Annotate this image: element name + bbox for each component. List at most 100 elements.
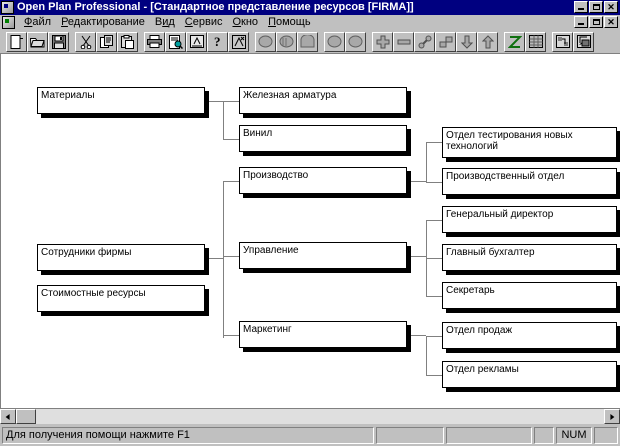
- scroll-left-arrow-icon[interactable]: [0, 409, 16, 424]
- status-field-5: [594, 426, 618, 444]
- diagram-node-marketing[interactable]: Маркетинг: [239, 321, 407, 348]
- resize-icon[interactable]: [573, 31, 594, 52]
- close-button[interactable]: ✕: [604, 1, 618, 13]
- zigzag-icon[interactable]: [504, 31, 525, 52]
- add-plus-icon[interactable]: [372, 31, 393, 52]
- rounded-node-icon[interactable]: [297, 31, 318, 52]
- status-badge-num: NUM: [556, 426, 592, 444]
- sort-icon[interactable]: [186, 31, 207, 52]
- diagram-node-label: Главный бухгалтер: [446, 247, 535, 258]
- connector-line: [223, 181, 239, 182]
- new-file-icon[interactable]: [6, 31, 27, 52]
- menu-item-edit[interactable]: Редактирование: [61, 16, 145, 28]
- diagram-node-gl-buhgalter[interactable]: Главный бухгалтер: [442, 244, 617, 271]
- step-icon[interactable]: [435, 31, 456, 52]
- mdi-close-button[interactable]: ✕: [604, 16, 618, 28]
- window-title: Open Plan Professional - [Стандартное пр…: [17, 1, 414, 13]
- diagram-node-materialy[interactable]: Материалы: [37, 87, 205, 114]
- diagram-node-proizvodstvo[interactable]: Производство: [239, 167, 407, 194]
- diagram-node-label: Винил: [243, 128, 273, 139]
- diagram-node-label: Производственный отдел: [446, 171, 565, 182]
- diagram-node-label: Стоимостные ресурсы: [41, 288, 146, 299]
- open-folder-icon[interactable]: [27, 31, 48, 52]
- svg-text:?: ?: [214, 35, 221, 49]
- connector-line: [426, 375, 442, 376]
- diagram-node-label: Генеральный директор: [446, 209, 554, 220]
- menu-item-window[interactable]: Окно: [232, 16, 259, 28]
- diagram-node-sotrudniki[interactable]: Сотрудники фирмы: [37, 244, 205, 271]
- mdi-window-controls: ✕: [573, 16, 618, 28]
- horizontal-scrollbar[interactable]: [0, 408, 620, 424]
- cut-scissors-icon[interactable]: [75, 31, 96, 52]
- connector-line: [407, 256, 426, 257]
- circle-filled-2-icon[interactable]: [345, 31, 366, 52]
- connector-line: [223, 256, 239, 257]
- help-question-icon[interactable]: ?: [207, 31, 228, 52]
- scrollbar-thumb[interactable]: [16, 409, 36, 424]
- diagram-node-stoim-resursy[interactable]: Стоимостные ресурсы: [37, 285, 205, 312]
- connector-line: [205, 101, 223, 102]
- diagram-node-sekretar[interactable]: Секретарь: [442, 282, 617, 309]
- connector-line: [426, 296, 442, 297]
- diagram-node-label: Сотрудники фирмы: [41, 247, 132, 258]
- menu-item-help[interactable]: Помощь: [268, 16, 311, 28]
- connector-line: [223, 335, 239, 336]
- print-icon[interactable]: [144, 31, 165, 52]
- context-help-icon[interactable]: [228, 31, 249, 52]
- diagram-node-vinil[interactable]: Винил: [239, 125, 407, 152]
- status-field-2: [446, 426, 532, 444]
- mdi-restore-button[interactable]: [589, 16, 603, 28]
- move-down-icon[interactable]: [456, 31, 477, 52]
- paste-icon[interactable]: [117, 31, 138, 52]
- diagram-node-label: Отдел тестирования новых технологий: [446, 130, 573, 152]
- scroll-right-arrow-icon[interactable]: [604, 409, 620, 424]
- diagram-node-label: Управление: [243, 245, 299, 256]
- move-up-icon[interactable]: [477, 31, 498, 52]
- ellipse-node-icon[interactable]: [255, 31, 276, 52]
- diagram-node-proizv-otdel[interactable]: Производственный отдел: [442, 168, 617, 195]
- diagram-node-label: Материалы: [41, 90, 95, 101]
- status-field-1: [376, 426, 444, 444]
- restore-button[interactable]: [589, 1, 603, 13]
- scrollbar-track[interactable]: [16, 409, 604, 424]
- document-icon[interactable]: [2, 16, 15, 29]
- status-bar: Для получения помощи нажмите F1 NUM: [0, 424, 620, 446]
- copy-icon[interactable]: [96, 31, 117, 52]
- menu-item-tools[interactable]: Сервис: [184, 16, 223, 28]
- diagram-node-upravlenie[interactable]: Управление: [239, 242, 407, 269]
- title-bar: Open Plan Professional - [Стандартное пр…: [0, 0, 620, 15]
- diagram-node-label: Секретарь: [446, 285, 495, 296]
- diagram-node-label: Железная арматура: [243, 90, 337, 101]
- save-disk-icon[interactable]: [48, 31, 69, 52]
- layout-icon[interactable]: [552, 31, 573, 52]
- connector-line: [426, 336, 427, 375]
- print-preview-icon[interactable]: [165, 31, 186, 52]
- app-icon: [1, 1, 14, 14]
- diagram-node-otdel-prodazh[interactable]: Отдел продаж: [442, 322, 617, 349]
- link-icon[interactable]: [414, 31, 435, 52]
- diagram-node-otdel-test[interactable]: Отдел тестирования новых технологий: [442, 127, 617, 158]
- diagram-node-gen-director[interactable]: Генеральный директор: [442, 206, 617, 233]
- connector-line: [205, 258, 223, 259]
- connector-line: [426, 142, 442, 143]
- diagram-node-otdel-reklamy[interactable]: Отдел рекламы: [442, 361, 617, 388]
- minimize-button[interactable]: [574, 1, 588, 13]
- remove-minus-icon[interactable]: [393, 31, 414, 52]
- status-message: Для получения помощи нажмите F1: [2, 426, 374, 444]
- ellipse-detail-icon[interactable]: [276, 31, 297, 52]
- connector-line: [426, 142, 427, 182]
- diagram-node-label: Отдел рекламы: [446, 364, 519, 375]
- circle-filled-icon[interactable]: [324, 31, 345, 52]
- connector-line: [426, 220, 442, 221]
- menu-item-view[interactable]: Вид: [154, 16, 175, 28]
- connector-line: [426, 182, 442, 183]
- connector-line: [223, 101, 224, 139]
- grid-view-icon[interactable]: [525, 31, 546, 52]
- diagram-node-zhel-armatura[interactable]: Железная арматура: [239, 87, 407, 114]
- mdi-minimize-button[interactable]: [574, 16, 588, 28]
- diagram-node-label: Производство: [243, 170, 309, 181]
- menu-item-file[interactable]: Файл: [24, 16, 52, 28]
